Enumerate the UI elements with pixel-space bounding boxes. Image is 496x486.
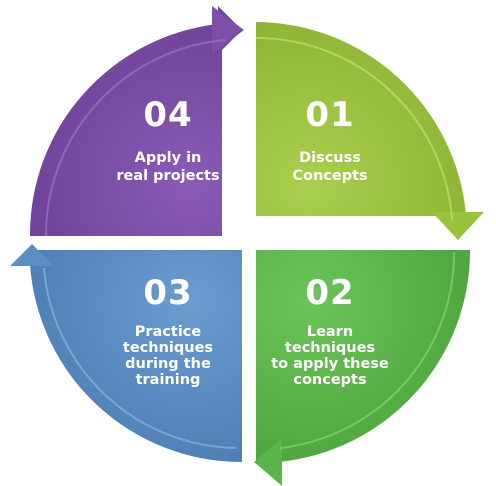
- quadrant-04-label-line-1: Apply in: [135, 150, 202, 166]
- quadrant-02-arrowhead: [254, 438, 282, 486]
- quadrant-03-label-line-3: during the: [125, 356, 211, 372]
- quadrant-03-label-line-4: training: [136, 372, 201, 388]
- quadrant-03-label-line-1: Practice: [135, 324, 202, 340]
- quadrant-04: 04 Apply in real projects: [29, 6, 244, 237]
- quadrant-01-number: 01: [305, 95, 354, 135]
- quadrant-04-inner-track: [44, 39, 227, 237]
- quadrant-01-shape-body: [256, 24, 465, 236]
- quadrant-02-label-line-4: concepts: [293, 372, 366, 388]
- quadrant-03: 03 Practice techniques during the traini…: [10, 244, 242, 463]
- quadrant-04-shape-body: [32, 27, 242, 236]
- quadrant-03-label-line-2: techniques: [123, 340, 213, 356]
- quadrant-01-inner-track: [255, 36, 453, 221]
- quadrant-01-arrowhead: [432, 212, 484, 240]
- quadrant-03-shape-body: [30, 250, 242, 463]
- quadrant-03-number: 03: [143, 273, 192, 313]
- quadrant-01-label-line-2: Concepts: [292, 168, 367, 184]
- quadrant-04-number: 04: [143, 95, 192, 135]
- quadrant-03-inner-track: [43, 267, 237, 449]
- quadrant-02: 02 Learn techniques to apply these conce…: [254, 250, 471, 486]
- quadrant-02-number: 02: [305, 273, 354, 313]
- quadrant-02-label-line-2: techniques: [285, 340, 375, 356]
- quadrant-02-inner-track: [279, 251, 456, 449]
- quadrant-02-label-line-3: to apply these: [271, 356, 389, 372]
- quadrant-04-arrowhead: [212, 6, 244, 54]
- quadrant-01: 01 Discuss Concepts: [255, 22, 484, 240]
- quadrant-04-label-line-2: real projects: [116, 168, 219, 184]
- quadrant-01-label-line-1: Discuss: [299, 150, 361, 166]
- quadrant-03-arrowhead: [10, 244, 54, 266]
- quadrant-02-label-line-1: Learn: [307, 324, 353, 340]
- quadrant-02-shape-body: [256, 250, 471, 462]
